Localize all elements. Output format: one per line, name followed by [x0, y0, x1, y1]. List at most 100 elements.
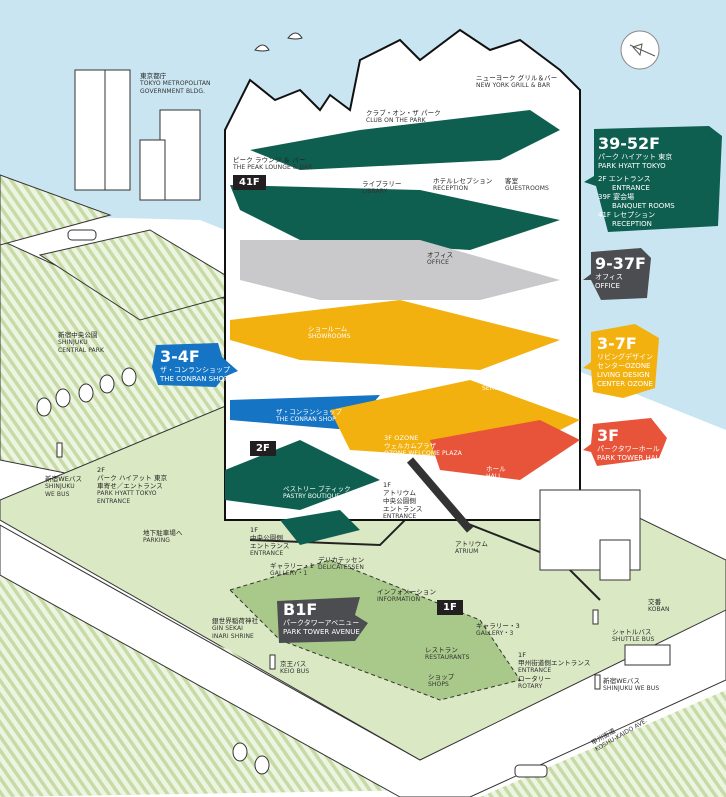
floor-tag-41f: 41F [233, 175, 266, 190]
tmg-en2: GOVERNMENT BLDG. [140, 88, 206, 95]
floor-hotel-top [250, 110, 560, 170]
he-en1: PARK HYATT TOKYO [97, 490, 157, 497]
hall-ja: ホール [486, 465, 506, 473]
callout-ozone-shape [583, 324, 659, 398]
office-floor: 9-37F [595, 254, 646, 273]
conran-en: THE CONRAN SHOP [276, 416, 336, 423]
pe-en: ENTRANCE [250, 550, 284, 557]
we-bus-b-ja: 新宿WEバス [603, 677, 641, 685]
rotary-en: ROTARY [518, 683, 543, 690]
ae-l2: アトリウム [383, 489, 416, 497]
pastry-ja: ペストリー ブティック [283, 485, 351, 493]
shuttle-ja: シャトルバス [612, 628, 652, 636]
ozone-en2: CENTER OZONE [597, 380, 653, 388]
we-bus-en2: WE BUS [45, 491, 70, 498]
koban-building [599, 539, 631, 581]
callout-office: 9-37F オフィス OFFICE [583, 248, 653, 300]
ny-ja: ニューヨーク グリル＆バー [476, 74, 558, 82]
park-ja: 新宿中央公園 [58, 331, 98, 339]
club-en: CLUB ON THE PARK [366, 117, 426, 124]
pastry-en: PASTRY BOUTIQUE [283, 493, 341, 500]
restaurants-en: RESTAURANTS [425, 654, 470, 661]
hyatt-d1: 2F エントランス [598, 175, 651, 183]
bird-icon [254, 44, 270, 52]
ozone-ja2: センターOZONE [597, 362, 651, 370]
floor-tag-2f: 2F [250, 441, 276, 456]
conran-floor: 3-4F [160, 347, 200, 366]
conran-ja: ザ・コンランショップ [276, 408, 342, 416]
gallery1-en: GALLERY・1 [270, 570, 308, 577]
floor-hall [430, 420, 580, 480]
callout-office-shape [583, 248, 651, 300]
tmg-annex-low [139, 139, 166, 201]
road-koshu [0, 524, 726, 797]
conran-callout-en: THE CONRAN SHOP [160, 375, 229, 383]
keio-ja: 京王バス [280, 660, 307, 668]
bird-icon [287, 32, 303, 40]
ny-en: NEW YORK GRILL & BAR [476, 82, 551, 89]
floor-office [240, 240, 560, 300]
library-ja: ライブラリー [362, 180, 402, 188]
shrine-en1: GIN SEKAI [212, 625, 244, 632]
hyatt-d2: ENTRANCE [612, 184, 650, 192]
pe-l1: 1F [250, 526, 259, 534]
hall-callout-en: PARK TOWER HALL [597, 454, 664, 462]
conran-callout-ja: ザ・コンランショップ [160, 366, 230, 374]
shops-ja: ショップ [428, 673, 455, 681]
rotary-ja: ロータリー [518, 675, 551, 683]
ozone-floor: 3-7F [597, 334, 637, 353]
hall-floor: 3F [597, 426, 620, 445]
guestrooms-ja: 客室 [505, 177, 519, 185]
floor-deli [280, 510, 360, 545]
he-l2: パーク ハイアット 東京 [97, 474, 168, 482]
office-en: OFFICE [427, 259, 449, 266]
shrine-en2: INARI SHRINE [212, 633, 254, 640]
ae-l3: 中央公園側 [383, 497, 416, 505]
b1-en: PARK TOWER AVENUE [283, 628, 360, 636]
ozone-ja1: リビングデザイン [597, 353, 653, 361]
floor-showroom [230, 300, 560, 370]
he-l1: 2F [97, 466, 106, 474]
pe-l3: エントランス [250, 542, 290, 550]
ae-en: ENTRANCE [383, 513, 417, 520]
gallery3-ja: ギャラリー・3 [476, 622, 520, 630]
parking-en: PARKING [143, 537, 171, 544]
floor-pastry [225, 440, 380, 510]
hyatt-en: PARK HYATT TOKYO [598, 162, 666, 170]
welcome-en: OZONE WELCOME PLAZA [384, 450, 462, 457]
callout-hyatt: 39-52F パーク ハイアット 東京 PARK HYATT TOKYO 2F … [584, 126, 726, 234]
office-callout-ja: オフィス [595, 273, 623, 281]
office-callout-en: OFFICE [595, 282, 620, 290]
reception-ja: ホテルレセプション [433, 177, 493, 185]
gallery1-ja: ギャラリー・1 [270, 562, 314, 570]
tmg-en1: TOKYO METROPOLITAN [140, 80, 211, 87]
callout-hall: 3F パークタワーホール PARK TOWER HALL [583, 418, 669, 468]
b1-floor: B1F [283, 600, 318, 619]
welcome-l1: 3F OZONE [384, 434, 419, 442]
reception-en: RECEPTION [433, 185, 469, 192]
he-l3: 車寄せ／エントランス [97, 482, 163, 490]
consulting-en1: CONSULTING [482, 377, 522, 384]
hyatt-d3: 39F 宴会場 [598, 193, 635, 201]
office-ja: オフィス [427, 251, 454, 259]
info-en: INFORMATION [377, 596, 421, 603]
hyatt-ja: パーク ハイアット 東京 [598, 153, 673, 161]
floor-hotel [230, 185, 560, 250]
